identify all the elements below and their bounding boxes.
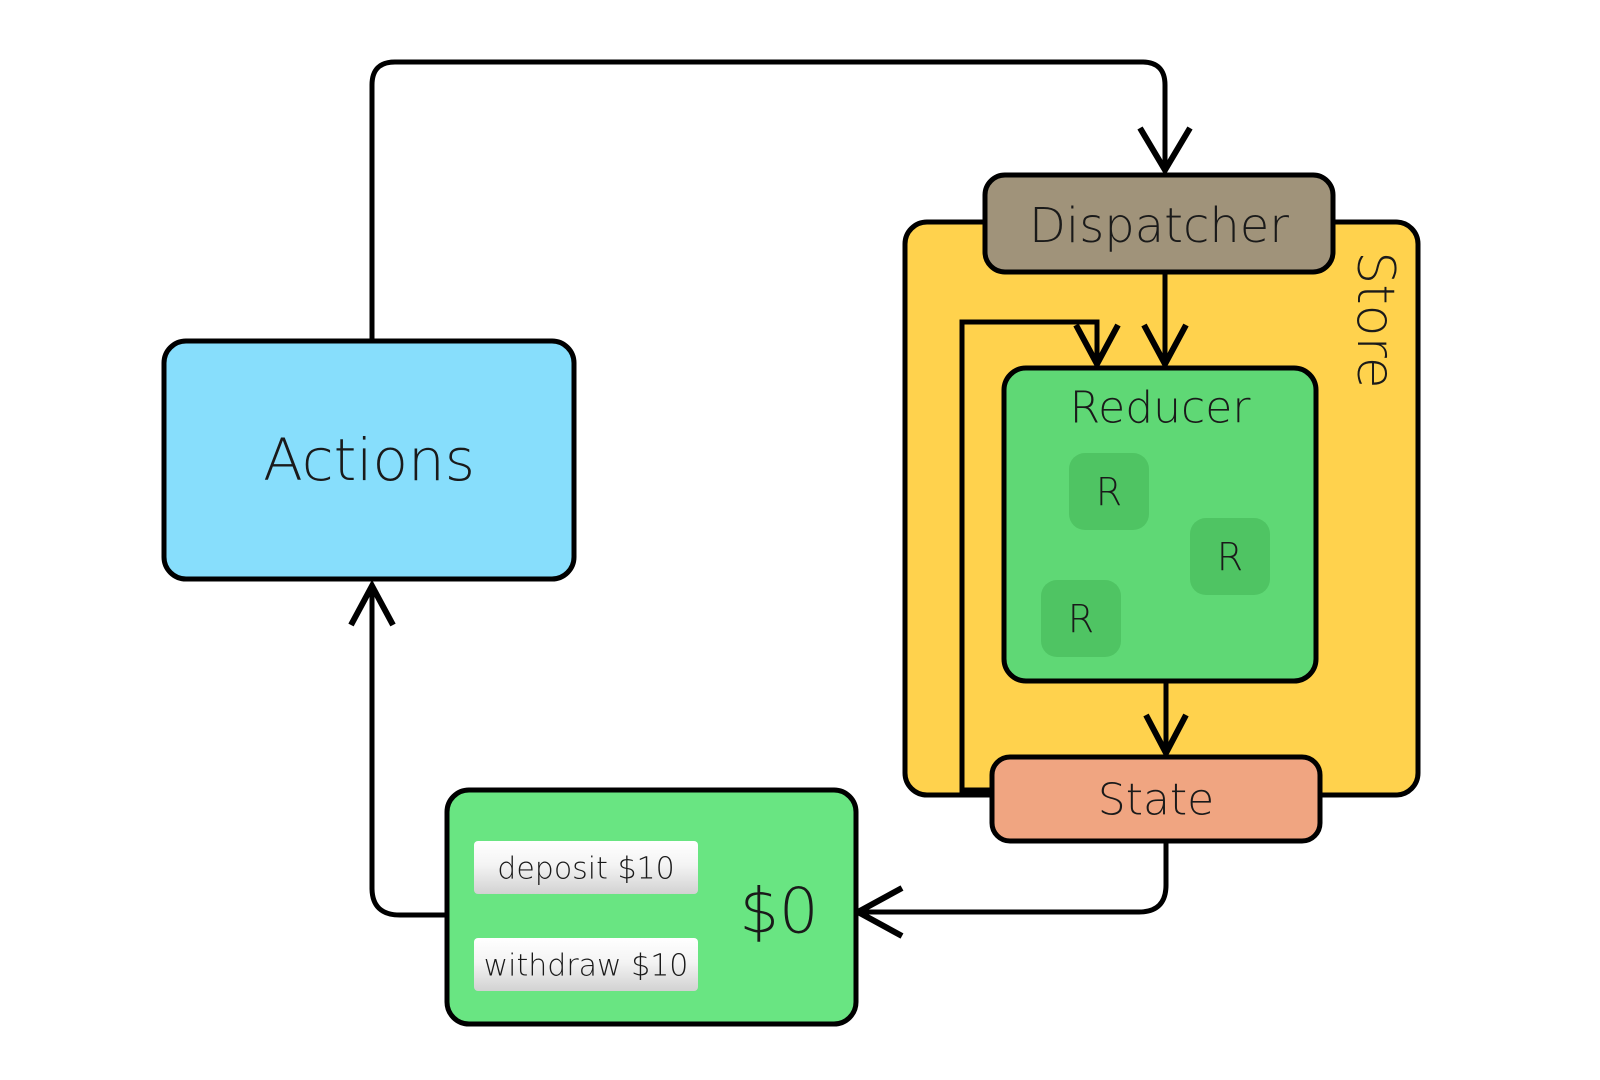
deposit-button[interactable]: deposit $10 (474, 841, 698, 894)
dispatcher-box[interactable] (982, 172, 1336, 275)
r-label: R (1096, 470, 1122, 514)
balance-value: $0 (740, 875, 819, 948)
node-state[interactable]: State (989, 754, 1323, 844)
reducer-label: Reducer (1070, 383, 1252, 434)
edge-reducer-to-state (1143, 681, 1189, 760)
node-ui-panel[interactable]: deposit $10 withdraw $10 $0 (444, 787, 859, 1027)
edge-state-to-reducer-feedback (959, 319, 1121, 793)
edge-dispatcher-to-reducer (1141, 272, 1189, 371)
dispatcher-label: Dispatcher (1029, 198, 1289, 254)
actions-box[interactable] (161, 338, 577, 582)
store-label: Store (1345, 251, 1405, 388)
r-box[interactable] (1041, 580, 1121, 657)
edge-actions-to-dispatcher (369, 59, 1193, 341)
actions-label: Actions (263, 426, 475, 494)
r-label: R (1217, 535, 1243, 579)
withdraw-button-bg[interactable] (474, 938, 698, 991)
r-label: R (1068, 597, 1094, 641)
arrowhead (1141, 323, 1189, 371)
arrowhead (348, 579, 396, 627)
reducer-child-r-3[interactable]: R (1041, 580, 1121, 657)
reducer-child-r-1[interactable]: R (1069, 453, 1149, 530)
r-box[interactable] (1069, 453, 1149, 530)
edge-path (959, 319, 1100, 793)
deposit-button-label: deposit $10 (497, 852, 674, 887)
node-reducer[interactable]: Reducer R R R (1001, 365, 1319, 684)
withdraw-button-label: withdraw $10 (484, 949, 689, 984)
r-box[interactable] (1190, 518, 1270, 595)
reducer-child-r-2[interactable]: R (1190, 518, 1270, 595)
state-box[interactable] (989, 754, 1323, 844)
edge-path (862, 841, 1169, 915)
arrowhead (1137, 126, 1193, 176)
edge-path (369, 59, 1168, 341)
withdraw-button[interactable]: withdraw $10 (474, 938, 698, 991)
deposit-button-bg[interactable] (474, 841, 698, 894)
arrowhead (1143, 713, 1189, 760)
edge-ui-panel-to-actions (348, 579, 447, 918)
arrowhead (1073, 323, 1121, 371)
node-dispatcher[interactable]: Dispatcher (982, 172, 1336, 275)
edge-state-to-ui-panel (851, 841, 1169, 939)
node-actions[interactable]: Actions (161, 338, 577, 582)
state-label: State (1098, 775, 1214, 826)
edge-path (369, 590, 447, 918)
